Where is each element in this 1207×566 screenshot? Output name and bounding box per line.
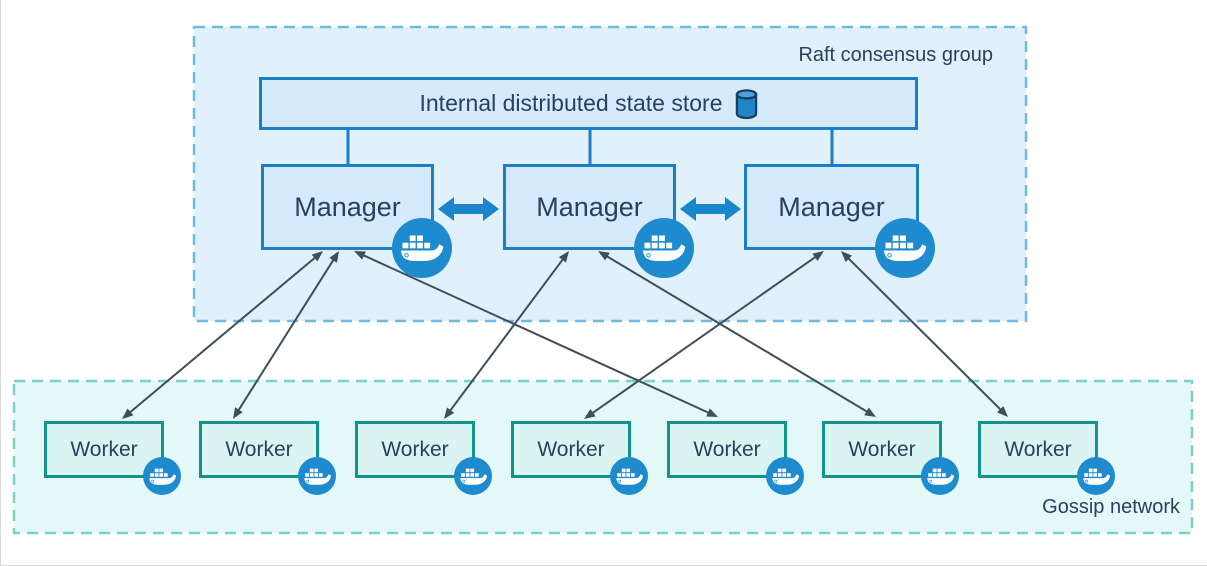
manager-label: Manager — [778, 191, 885, 222]
docker-whale-icon — [634, 218, 694, 278]
worker-label: Worker — [70, 437, 138, 461]
docker-whale-icon — [766, 457, 804, 495]
worker-node-3: Worker — [355, 421, 475, 478]
docker-whale-icon — [298, 457, 336, 495]
docker-whale-icon — [454, 457, 492, 495]
raft-group-label: Raft consensus group — [798, 44, 993, 66]
worker-label: Worker — [225, 437, 293, 461]
worker-node-6: Worker — [822, 421, 942, 478]
worker-label: Worker — [693, 437, 761, 461]
docker-whale-icon — [921, 457, 959, 495]
worker-label: Worker — [537, 437, 605, 461]
state-store-box: Internal distributed state store — [259, 77, 918, 130]
gossip-network-label: Gossip network — [1042, 496, 1180, 518]
manager-label: Manager — [536, 191, 643, 222]
docker-whale-icon — [143, 457, 181, 495]
worker-label: Worker — [1004, 437, 1072, 461]
worker-node-5: Worker — [667, 421, 787, 478]
worker-label: Worker — [848, 437, 916, 461]
docker-whale-icon — [392, 218, 452, 278]
docker-whale-icon — [875, 218, 935, 278]
database-icon — [735, 88, 757, 119]
docker-whale-icon — [610, 457, 648, 495]
docker-whale-icon — [1077, 457, 1115, 495]
manager-label: Manager — [294, 191, 401, 222]
worker-node-2: Worker — [199, 421, 319, 478]
worker-node-1: Worker — [44, 421, 164, 478]
state-store-label: Internal distributed state store — [419, 90, 723, 116]
worker-label: Worker — [381, 437, 449, 461]
